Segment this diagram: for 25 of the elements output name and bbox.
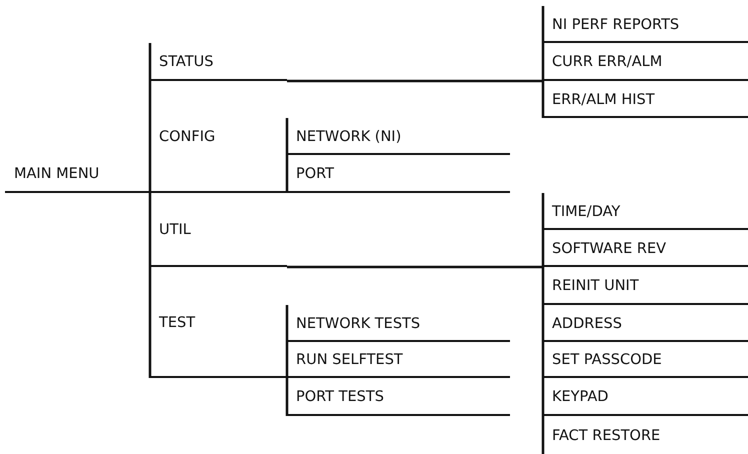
- menu-item: REINIT UNIT: [543, 267, 748, 305]
- connector-line: [286, 118, 288, 193]
- connector-line: [286, 305, 288, 416]
- menu-item: SOFTWARE REV: [543, 230, 748, 267]
- menu-item: NETWORK TESTS: [287, 305, 510, 342]
- menu-item: CONFIG: [150, 81, 287, 193]
- connector-line: [286, 4, 544, 120]
- menu-item: TEST: [150, 267, 287, 378]
- menu-item: PORT: [287, 155, 510, 193]
- menu-item: ERR/ALM HIST: [543, 81, 748, 118]
- menu-item: ADDRESS: [543, 305, 748, 342]
- menu-item: RUN SELFTEST: [287, 342, 510, 378]
- connector-line: [148, 43, 152, 378]
- menu-item: UTIL: [150, 193, 287, 267]
- connector-line: [286, 192, 544, 454]
- menu-item: PORT TESTS: [287, 378, 510, 416]
- menu-item: KEYPAD: [543, 378, 748, 416]
- menu-item: SET PASSCODE: [543, 342, 748, 378]
- menu-item: FACT RESTORE: [543, 416, 748, 454]
- menu-item: NETWORK (NI): [287, 118, 510, 155]
- menu-item: NI PERF REPORTS: [543, 6, 748, 43]
- menu-item: STATUS: [150, 43, 287, 81]
- menu-item: MAIN MENU: [5, 155, 150, 193]
- menu-item: TIME/DAY: [543, 193, 748, 230]
- menu-item: CURR ERR/ALM: [543, 43, 748, 81]
